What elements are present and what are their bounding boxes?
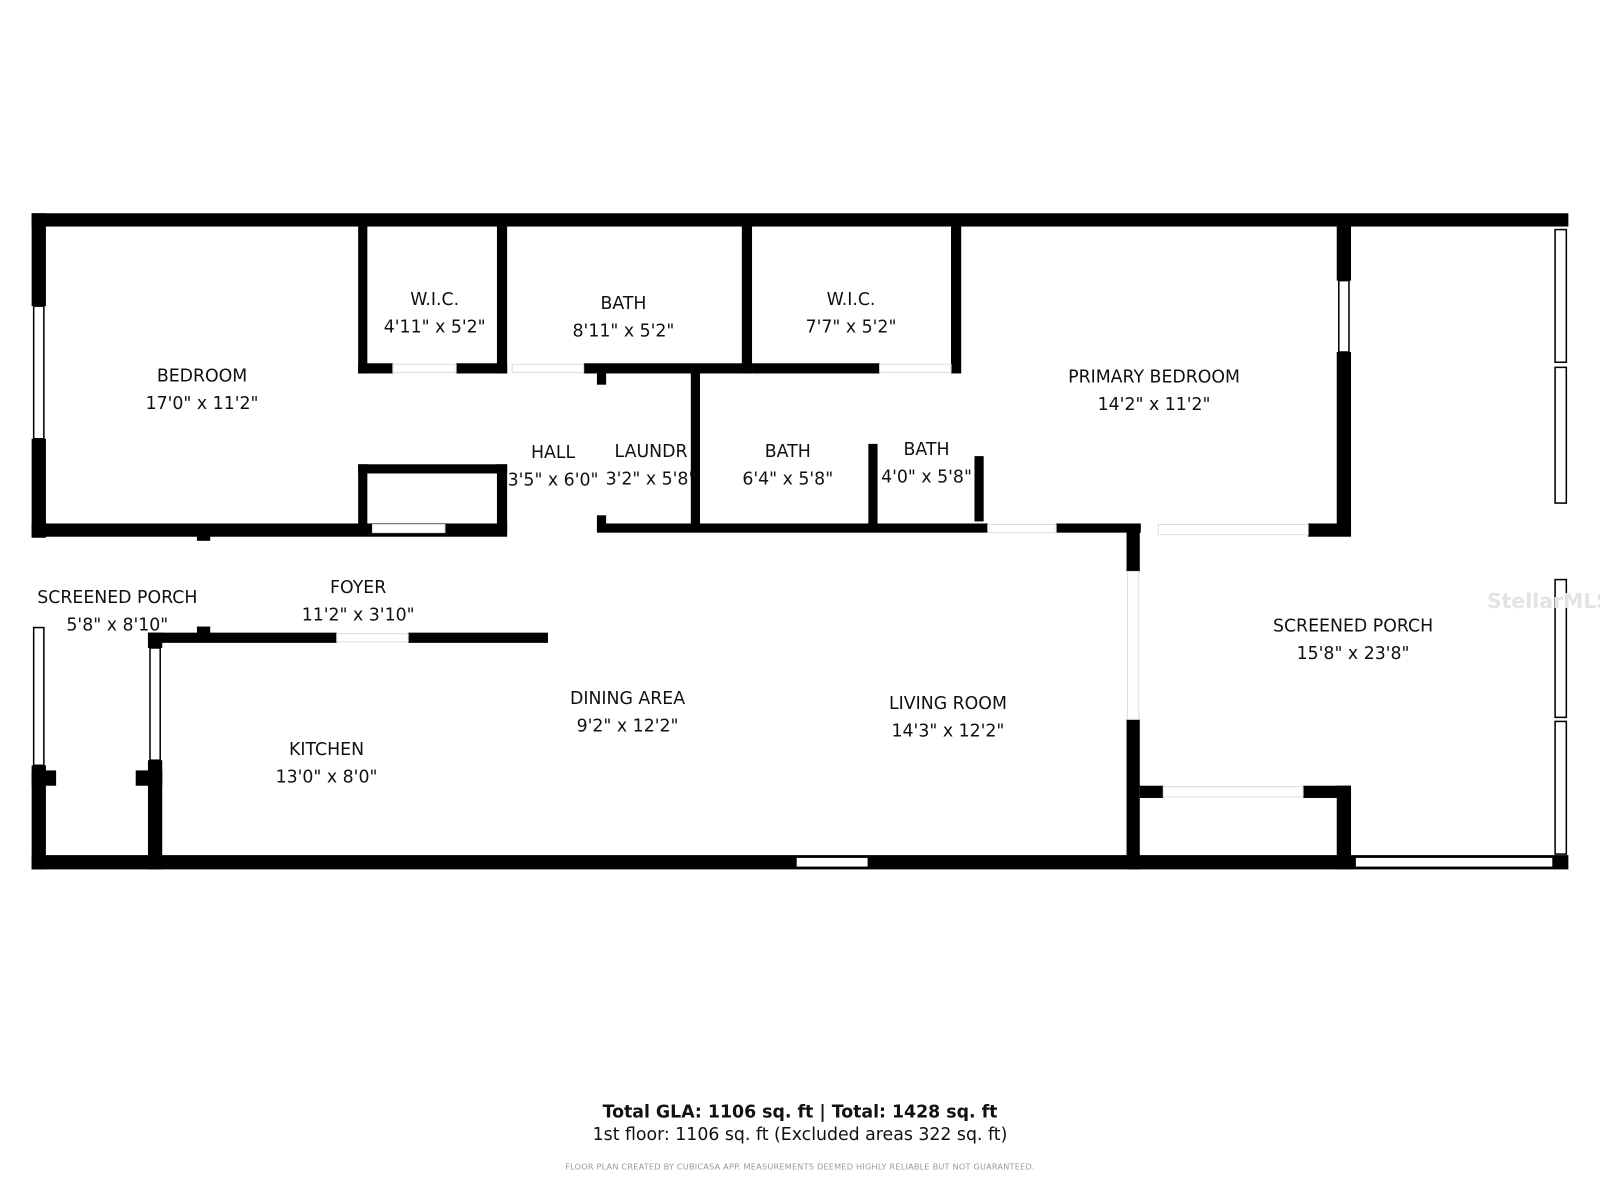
floor-area: 1st floor: 1106 sq. ft (Excluded areas 3… (593, 1125, 1008, 1145)
room-name: LAUNDR (615, 442, 688, 462)
doors (336, 363, 1309, 798)
windows (32, 228, 1568, 869)
disclaimer: FLOOR PLAN CREATED BY CUBICASA APP. MEAS… (565, 1161, 1034, 1171)
room-name: SCREENED PORCH (37, 588, 197, 608)
room-name: DINING AREA (570, 689, 685, 709)
room-name: FOYER (330, 578, 386, 598)
room-dims: 4'0" x 5'8" (881, 468, 972, 488)
room-name: KITCHEN (289, 740, 364, 760)
room-dims: 5'8" x 8'10" (66, 616, 168, 636)
room-dims: 17'0" x 11'2" (146, 394, 259, 414)
room-dims: 7'7" x 5'2" (806, 318, 897, 338)
room-name: BATH (904, 440, 950, 460)
room-name: BATH (765, 442, 811, 462)
watermark: StellarMLS (1487, 589, 1600, 613)
room-dims: 13'0" x 8'0" (276, 768, 378, 788)
room-labels: BEDROOM 17'0" x 11'2" W.I.C. 4'11" x 5'2… (37, 290, 1433, 788)
room-dims: 11'2" x 3'10" (302, 605, 415, 625)
room-dims: 14'2" x 11'2" (1098, 395, 1211, 415)
room-dims: 6'4" x 5'8" (742, 470, 833, 490)
room-name: LIVING ROOM (889, 694, 1007, 714)
room-name: BATH (600, 294, 646, 314)
room-name: SCREENED PORCH (1273, 617, 1433, 637)
room-name: PRIMARY BEDROOM (1068, 368, 1240, 388)
room-dims: 9'2" x 12'2" (577, 717, 679, 737)
room-name: W.I.C. (827, 290, 876, 310)
room-name: W.I.C. (410, 290, 459, 310)
room-dims: 3'5" x 6'0" (508, 471, 599, 491)
room-dims: 8'11" x 5'2" (573, 322, 675, 342)
room-dims: 15'8" x 23'8" (1297, 644, 1410, 664)
room-dims: 3'2" x 5'8" (606, 470, 697, 490)
room-name: BEDROOM (157, 367, 247, 387)
room-dims: 14'3" x 12'2" (892, 722, 1005, 742)
total-area: Total GLA: 1106 sq. ft | Total: 1428 sq.… (603, 1102, 998, 1122)
room-dims: 4'11" x 5'2" (384, 318, 486, 338)
room-name: HALL (531, 443, 576, 463)
walls (31, 213, 1569, 870)
